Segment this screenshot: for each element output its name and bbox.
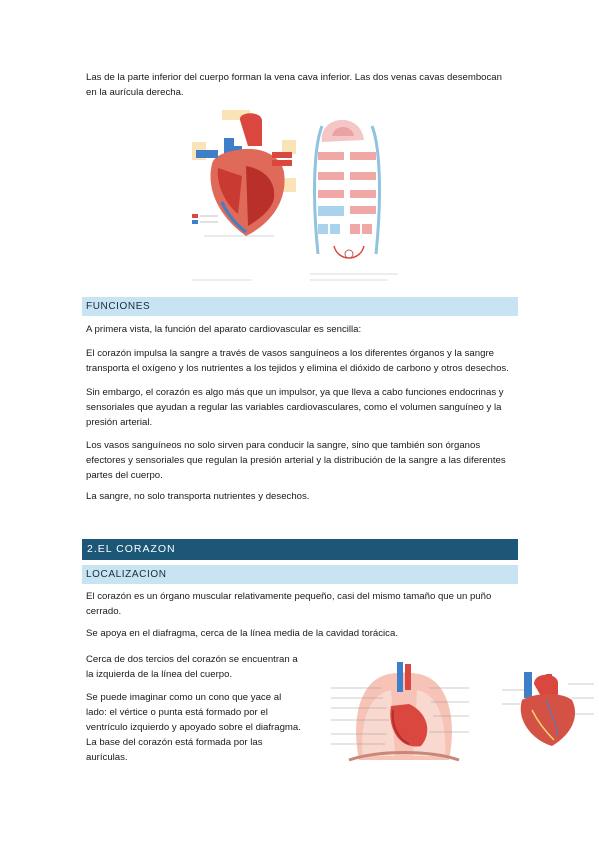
- corazon-paragraph-3-line-1: Cerca de dos tercios del corazón se encu…: [86, 654, 298, 665]
- corazon-paragraph-4-line-2: lado: el vértice o punta está formado po…: [86, 707, 268, 718]
- section-heading-funciones: FUNCIONES: [82, 297, 518, 316]
- intro-line-1: Las de la parte inferior del cuerpo form…: [86, 72, 502, 83]
- heart-circulation-figure: [192, 110, 398, 281]
- funciones-paragraph-2-line-2: transporta el oxígeno y los nutrientes a…: [86, 363, 509, 374]
- thorax-heart-position-figure: [331, 662, 469, 762]
- heart-anatomy-illustration: [192, 110, 296, 281]
- funciones-paragraph-3-line-3: presión arterial.: [86, 417, 153, 428]
- funciones-paragraph-3-line-2: sensoriales que ayudan a regular las var…: [86, 402, 502, 413]
- corazon-paragraph-4-line-1: Se puede imaginar como un cono que yace …: [86, 692, 282, 703]
- funciones-paragraph-2-line-1: El corazón impulsa la sangre a través de…: [86, 348, 494, 359]
- intro-line-2: en la aurícula derecha.: [86, 87, 184, 98]
- funciones-paragraph-4-line-3: partes del cuerpo.: [86, 470, 163, 481]
- corazon-paragraph-3-line-2: la izquierda de la línea del cuerpo.: [86, 669, 233, 680]
- subsection-heading-localizacion: LOCALIZACION: [82, 565, 518, 584]
- corazon-paragraph-2: Se apoya en el diafragma, cerca de la lí…: [86, 628, 398, 639]
- corazon-paragraph-1-line-2: cerrado.: [86, 606, 122, 617]
- corazon-paragraph-1-line-1: El corazón es un órgano muscular relativ…: [86, 591, 492, 602]
- funciones-paragraph-4-line-2: efectores y sensoriales que regulan la p…: [86, 455, 506, 466]
- corazon-paragraph-4-line-3: ventrículo izquierdo y apoyado sobre el …: [86, 722, 301, 733]
- section-heading-el-corazon: 2.EL CORAZON: [82, 539, 518, 560]
- external-heart-figure: [502, 672, 594, 746]
- funciones-paragraph-4-line-1: Los vasos sanguíneos no solo sirven para…: [86, 440, 481, 451]
- funciones-paragraph-3-line-1: Sin embargo, el corazón es algo más que …: [86, 387, 504, 398]
- corazon-paragraph-4-line-4: La base del corazón está formada por las: [86, 737, 263, 748]
- corazon-paragraph-4-line-5: aurículas.: [86, 752, 128, 763]
- circulation-flowchart: [310, 119, 398, 281]
- funciones-paragraph-5: La sangre, no solo transporta nutrientes…: [86, 491, 310, 502]
- funciones-paragraph-1: A primera vista, la función del aparato …: [86, 324, 362, 335]
